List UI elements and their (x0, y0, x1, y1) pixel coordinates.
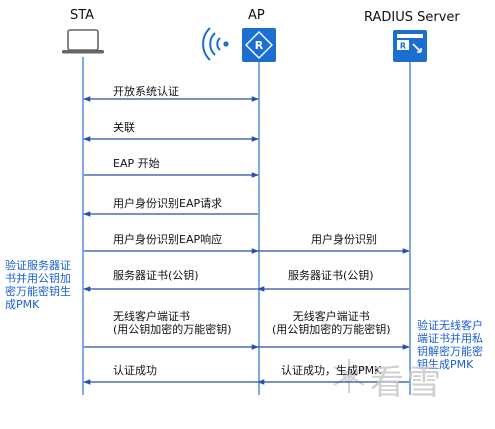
participant-ap: AP (248, 8, 265, 23)
message-arrows (83, 96, 410, 385)
sta-verification-note: 验证服务器证书并用公钥加密万能密钥生成PMK (5, 259, 71, 311)
router-icon: R (242, 28, 276, 62)
svg-text:R: R (400, 42, 406, 51)
message-label-identity-forward: 用户身份识别 (311, 233, 377, 246)
wireless-signal-icon (202, 27, 229, 61)
message-label-identity-response: 用户身份识别EAP响应 (113, 233, 223, 246)
server-icon: R (393, 30, 427, 62)
message-label-server-cert-ap: 服务器证书(公钥) (113, 269, 199, 282)
message-label-open-auth: 开放系统认证 (113, 85, 179, 98)
laptop-icon (62, 29, 104, 54)
watermark-text: 看雪 (370, 363, 444, 403)
message-label-auth-success-ap: 认证成功 (113, 364, 157, 377)
participant-radius: RADIUS Server (364, 10, 460, 25)
message-label-eap-start: EAP 开始 (113, 157, 160, 170)
message-label-client-cert-ap: 无线客户端证书 (用公钥加密的万能密钥) (272, 310, 391, 336)
radius-verification-note: 验证无线客户端证书并用私钥解密万能密钥生成PMK (417, 319, 483, 371)
participant-sta: STA (70, 8, 95, 23)
message-label-auth-success-radius: 认证成功，生成PMK (281, 364, 382, 377)
message-label-client-cert-sta: 无线客户端证书 (用公钥加密的万能密钥) (113, 310, 232, 336)
message-label-associate: 关联 (113, 121, 135, 134)
svg-text:R: R (255, 39, 264, 52)
message-label-server-cert-radius: 服务器证书(公钥) (288, 269, 374, 282)
message-label-identity-request: 用户身份识别EAP请求 (113, 197, 223, 210)
